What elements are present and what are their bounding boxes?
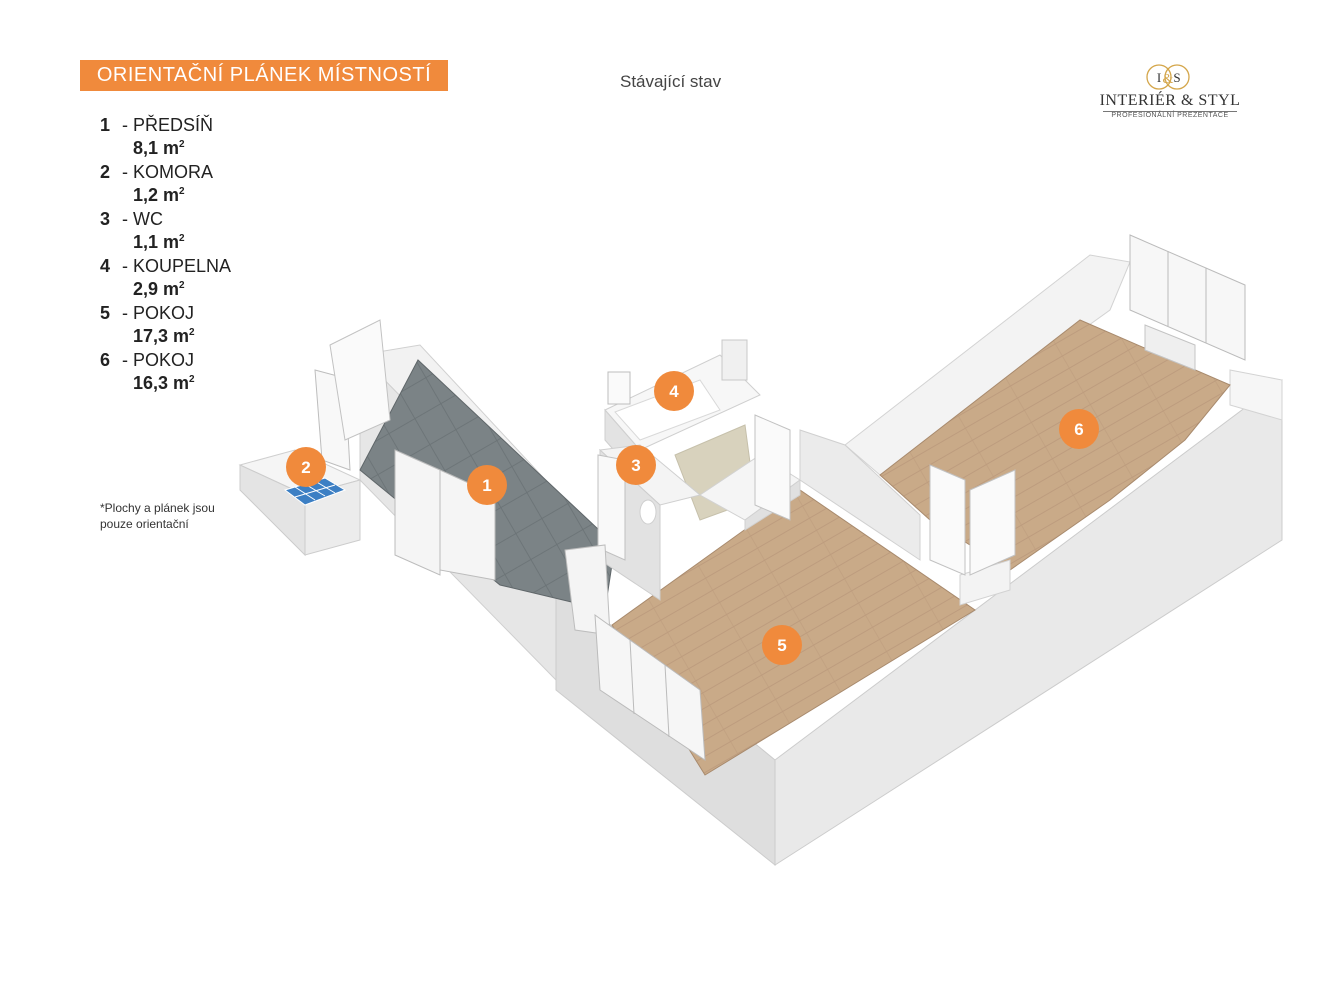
room-marker: 5	[762, 625, 802, 665]
legend-number: 1	[100, 115, 111, 135]
legend-room-name: - POKOJ	[122, 350, 195, 370]
door-room6	[929, 464, 966, 576]
door-hall-glass	[394, 449, 441, 576]
doors	[314, 319, 1016, 636]
svg-text:4: 4	[669, 382, 679, 401]
room-marker: 3	[616, 445, 656, 485]
legend-room-area: 17,3 m2	[133, 326, 195, 346]
legend-room-name: - POKOJ	[122, 303, 195, 323]
logo-letter-right: S	[1173, 70, 1180, 85]
svg-text:2: 2	[301, 458, 310, 477]
svg-text:6: 6	[1074, 420, 1083, 439]
logo-divider	[1103, 111, 1237, 112]
door-room5	[754, 414, 791, 521]
plan-title: ORIENTAČNÍ PLÁNEK MÍSTNOSTÍ	[80, 60, 448, 91]
door-entrance-leaf	[329, 319, 391, 441]
logo-name: INTERIÉR & STYL	[1099, 92, 1241, 109]
legend-room-name: - WC	[122, 209, 163, 229]
plan-title-text: ORIENTAČNÍ PLÁNEK MÍSTNOSTÍ	[96, 64, 432, 86]
door-room6-leaf	[969, 469, 1016, 576]
logo-tagline: PROFESIONÁLNÍ PREZENTACE	[1111, 112, 1229, 119]
legend-room-name: - KOUPELNA	[122, 256, 232, 276]
svg-text:3: 3	[631, 456, 640, 475]
legend-room-area: 2,9 m2	[133, 279, 185, 299]
legend-number: 2	[100, 162, 111, 182]
legend-room-area: 16,3 m2	[133, 373, 195, 393]
legend-number: 3	[100, 209, 111, 229]
legend-room-name: - KOMORA	[122, 162, 214, 182]
disclaimer-note: *Plochy a plánek jsou pouze orientační	[100, 501, 215, 531]
legend-number: 6	[100, 350, 111, 370]
logo-letter-left: I	[1157, 70, 1161, 85]
legend-room-area: 1,2 m2	[133, 185, 185, 205]
radiator	[1144, 324, 1196, 371]
legend-number: 4	[100, 256, 111, 276]
legend-room-name: - PŘEDSÍŇ	[122, 115, 214, 135]
svg-text:5: 5	[777, 636, 786, 655]
logo-ampersand: &	[1163, 72, 1174, 87]
windows	[594, 234, 1246, 761]
legend-room-area: 1,1 m2	[133, 232, 185, 252]
room-marker: 6	[1059, 409, 1099, 449]
logo-monogram: I S &	[1146, 64, 1190, 90]
room-marker: 1	[467, 465, 507, 505]
room-marker: 4	[654, 371, 694, 411]
company-logo: I S & INTERIÉR & STYL PROFESIONÁLNÍ PREZ…	[1095, 60, 1245, 125]
legend-room-area: 8,1 m2	[133, 138, 185, 158]
plan-subtitle: Stávající stav	[620, 72, 722, 91]
door-wc	[597, 454, 626, 561]
room-marker: 2	[286, 447, 326, 487]
svg-text:1: 1	[482, 476, 491, 495]
window-room6	[1129, 234, 1246, 361]
legend-number: 5	[100, 303, 111, 323]
